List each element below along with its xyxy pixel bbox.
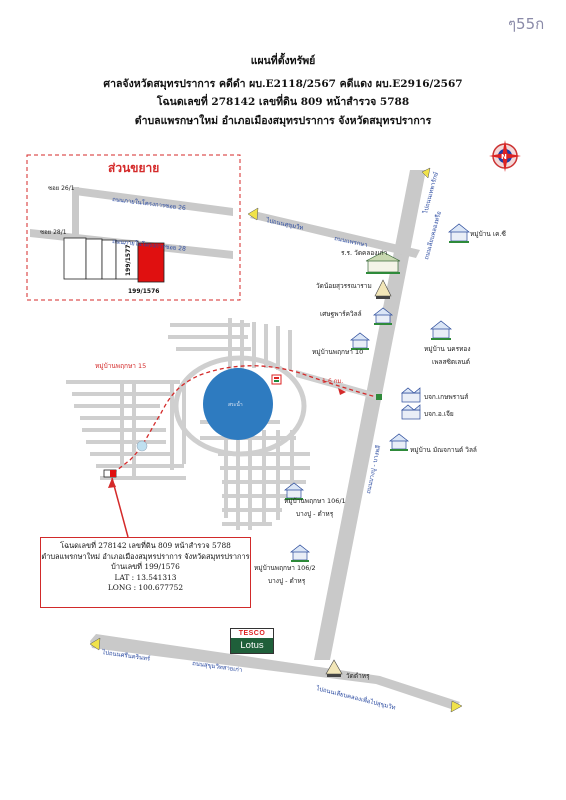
lake-ring-road — [173, 355, 307, 457]
label-sethapat: เศษฐพาร์ควิลล์ — [320, 310, 362, 318]
label-bangpu-1: บางปู - ตำหรุ — [296, 510, 334, 518]
label-distance: 1-6 กม. — [322, 378, 343, 385]
arrow-west-icon — [247, 207, 259, 221]
house-icon — [349, 332, 371, 350]
infobox-house-number: บ้านเลขที่ 199/1576 — [111, 562, 180, 571]
factory-icon — [401, 404, 421, 420]
inset-title: ส่วนขยาย — [108, 161, 159, 175]
house-icon — [372, 307, 394, 325]
junction-marker-icon — [376, 394, 382, 400]
house-icon — [283, 482, 305, 500]
tesco-lotus-logo: TESCO Lotus — [230, 628, 274, 654]
label-village-106-1: หมู่บ้านพฤกษา 106/1 — [284, 497, 346, 505]
inset-frame — [26, 154, 241, 301]
label-temple: วัดน้อยสุวรรณาราม — [316, 282, 372, 290]
house-icon — [289, 544, 311, 562]
label-village-15: หมู่บ้านพฤกษา 15 — [95, 362, 146, 370]
shop-icon — [271, 374, 282, 385]
inset-plot — [101, 239, 117, 280]
label-school: ร.ร. วัดคลองเก่า — [341, 249, 388, 257]
label-manchakarn: หมู่บ้าน มัณจกานต์ วิลล์ — [410, 446, 477, 454]
corner-note: ๆ55ก — [508, 15, 545, 33]
label-nakornthong-2: เพลสซิตเลนต์ — [432, 358, 470, 366]
inset-soi26: ซอย 26/1 — [48, 185, 75, 192]
inset-plot-199-1576 — [137, 242, 165, 283]
label-village-kc: หมู่บ้าน เค.ซี — [470, 230, 506, 238]
infobox-deed: โฉนดเลขที่ 278142 เลขที่ดิน 809 หน้าสำรว… — [60, 541, 231, 550]
map-title: แผนที่ตั้งทรัพย์ — [250, 55, 316, 67]
village-grid — [66, 318, 310, 530]
label-khlong-prawet: ไปถนนเลียบคลองเพื่อไปสุขุมวิท — [315, 684, 397, 712]
label-nakornthong-1: หมู่บ้าน นครทอง — [424, 345, 471, 353]
inset-plot2-label: 199/1576 — [128, 288, 159, 295]
inset-plot — [85, 238, 103, 280]
label-village-10: หมู่บ้านพฤกษา 10 — [312, 348, 363, 356]
leader-line — [111, 477, 129, 538]
court-case-line: ศาลจังหวัดสมุทรปราการ คดีดำ ผบ.E2118/256… — [103, 78, 463, 90]
compass-letter: N — [501, 153, 507, 161]
house-icon — [448, 223, 470, 243]
pond-icon — [136, 440, 148, 452]
label-bangpu-2: บางปู - ตำหรุ — [268, 577, 306, 585]
factory-icon — [401, 387, 421, 403]
infobox-address: ตำบลแพรกษาใหม่ อำเภอเมืองสมุทรปราการ จัง… — [41, 551, 250, 561]
infobox-long: LONG : 100.677752 — [107, 583, 184, 592]
location-line: ตำบลแพรกษาใหม่ อำเภอเมืองสมุทรปราการ จัง… — [134, 115, 432, 127]
arrow-sw-icon — [89, 637, 101, 651]
house-icon — [430, 320, 452, 340]
label-wat-tamru: วัดตำหรุ — [346, 672, 370, 680]
temple-icon — [325, 659, 343, 677]
inset-plot — [63, 237, 87, 280]
route-arrow-icon — [338, 388, 346, 395]
school-icon — [365, 251, 401, 274]
route-line — [111, 365, 381, 475]
sukhumvit-road — [90, 634, 460, 710]
main-road — [314, 170, 426, 660]
location-infobox: โฉนดเลขที่ 278142 เลขที่ดิน 809 หน้าสำรว… — [40, 537, 251, 608]
compass-icon — [489, 140, 521, 172]
temple-icon — [374, 279, 392, 299]
praeksa-road — [250, 211, 420, 258]
label-company1: บจก.เกษพรานส์ — [424, 393, 468, 401]
arrow-se-icon — [450, 700, 463, 713]
label-khlong-road: ถนนเลียบคลองหรือ — [422, 210, 443, 261]
label-company2: บจก.อ.เจีย — [424, 410, 454, 418]
lake — [203, 368, 273, 440]
deed-line: โฉนดเลขที่ 278142 เลขที่ดิน 809 หน้าสำรว… — [156, 96, 410, 108]
tesco-sub: Lotus — [231, 638, 273, 653]
inset-road-26 — [75, 187, 233, 216]
label-lake: สระน้ำ — [228, 399, 243, 408]
tesco-brand: TESCO — [238, 630, 266, 637]
label-village-106-2: หมู่บ้านพฤกษา 106/2 — [254, 564, 316, 572]
arrow-north-icon — [421, 167, 431, 179]
inset-soi28: ซอย 28/1 — [40, 229, 67, 236]
inset-road-vertical — [72, 187, 79, 235]
infobox-lat: LAT : 13.541313 — [114, 572, 177, 582]
inset-plot1-label: 199/1577 — [125, 245, 132, 276]
house-icon — [388, 433, 410, 451]
